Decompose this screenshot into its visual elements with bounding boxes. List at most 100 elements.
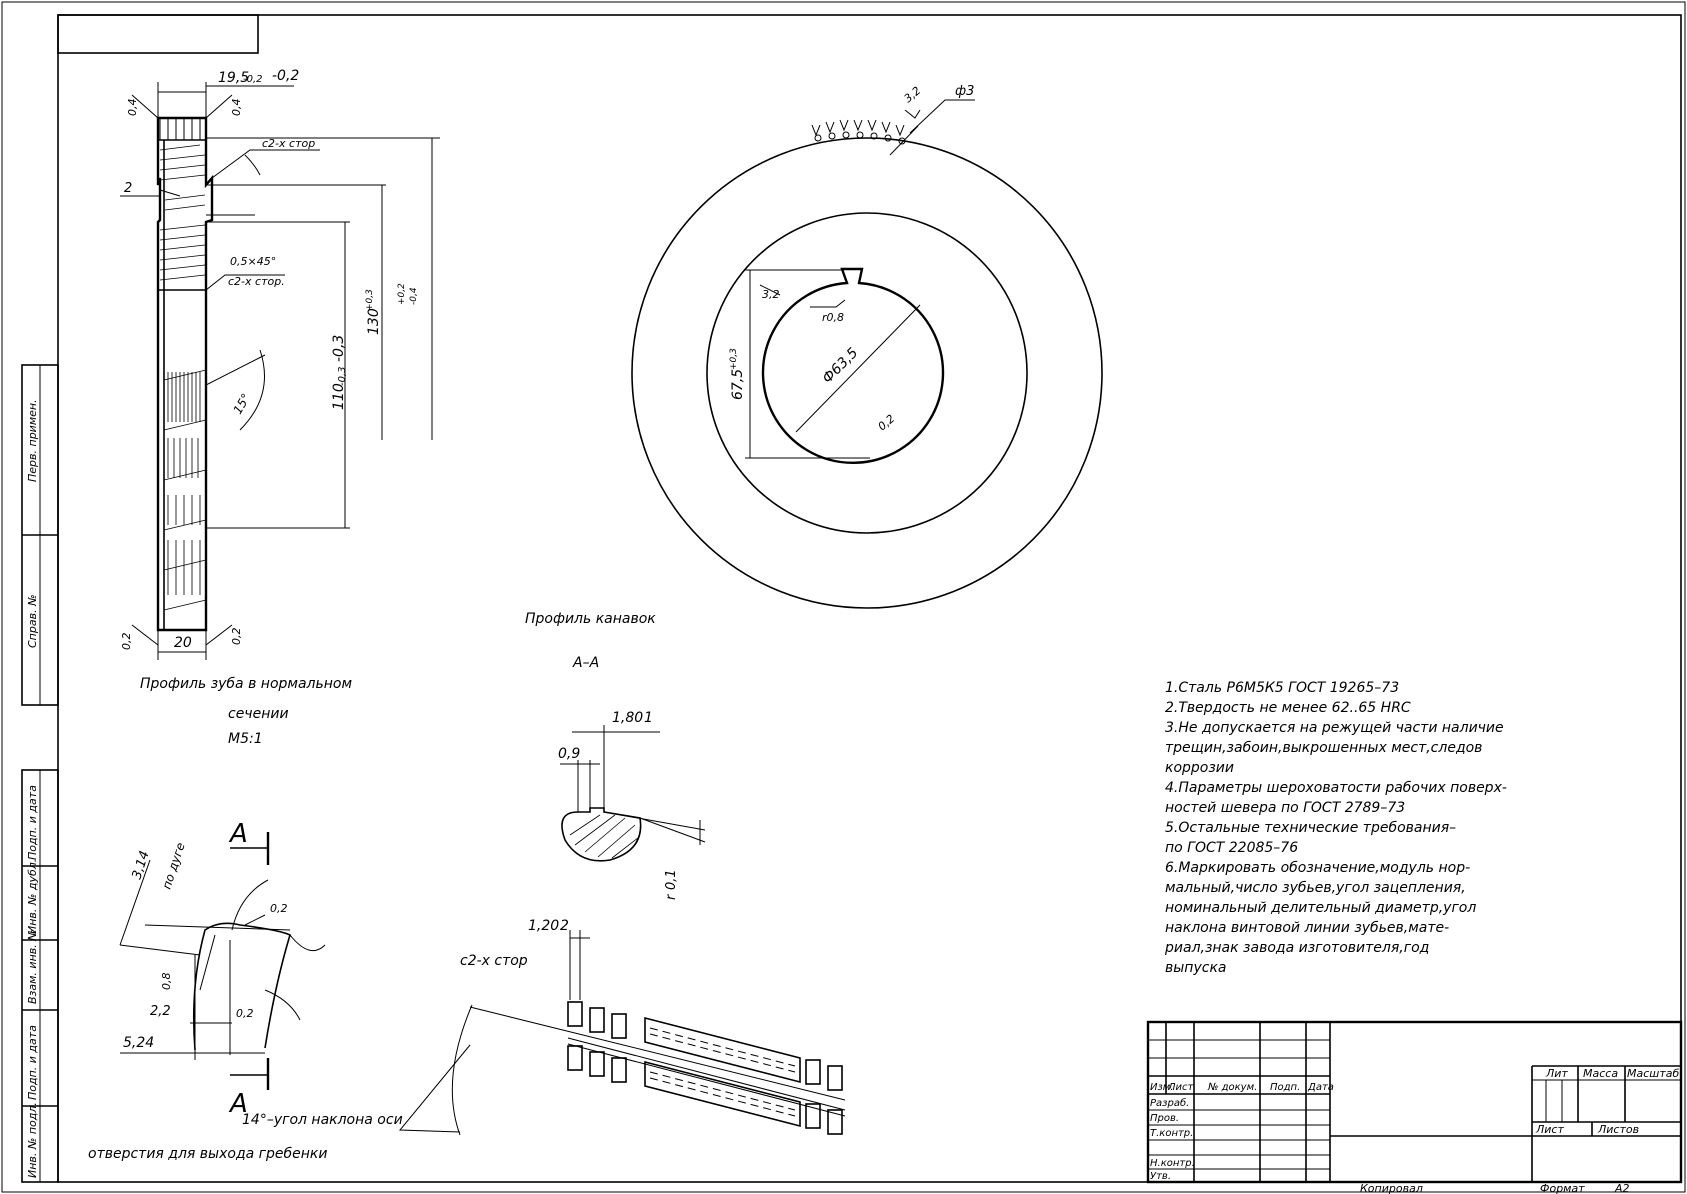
note-line-11: мальный,число зубьев,угол зацепления, [1165,880,1466,896]
dim-04-right: 0,4 [230,99,243,117]
dim-08: 0,8 [160,973,173,991]
stamp-podp-data-1: Подп. и дата [26,785,39,860]
dim-110: 110 [331,383,347,410]
dim-32-keyway: 3,2 [762,288,780,301]
stamp-inv-dubl: Инв. № дубл. [26,859,39,934]
dim-outer-tol1: +0,2 [397,283,407,305]
tb-list: Лист [1167,1082,1195,1093]
dim-c2-low: с2-х стор [460,953,528,969]
tb-ndokum: № докум. [1207,1082,1257,1093]
groove-detail [560,725,706,862]
note-line-8: 5.Остальные технические требования– [1165,820,1456,836]
tb-data: Дата [1307,1082,1334,1093]
caption-tooth-profile-2: сечении [228,706,289,722]
tb-kopiroval: Копировал [1360,1182,1423,1194]
dim-09: 0,9 [558,746,580,762]
note-line-1: 1.Сталь Р6М5К5 ГОСТ 19265–73 [1165,680,1399,696]
note-line-14: риал,знак завода изготовителя,год [1164,940,1429,956]
caption-section-aa: А–А [572,655,599,671]
caption-tooth-profile-1: Профиль зуба в нормальном [140,676,352,692]
dim-outer-tol2: -0,4 [409,287,419,305]
tb-tkontr: Т.контр. [1150,1128,1193,1139]
top-left-box [57,14,259,54]
dim-314: 3,14 [130,849,153,881]
bore-with-keyway [761,267,945,464]
label-hole-note: отверстия для выхода гребенки [88,1146,327,1162]
dim-675-group: 67,5 +0,3 [729,348,746,400]
dim-c2-mid: с2-х стор. [228,275,285,288]
note-line-10: 6.Маркировать обозначение,модуль нор- [1165,860,1470,876]
dim-2: 2 [124,181,132,196]
dim-04-left: 0,4 [126,99,139,117]
tb-format-value: A2 [1614,1182,1630,1194]
dim-02d: 0,2 [236,1007,254,1020]
stamp-podp-data-2: Подп. и дата [26,1025,39,1100]
dim-130-group: 130 +0,3 [365,289,382,335]
tb-format: Формат [1540,1182,1585,1194]
note-line-13: наклона винтовой линии зубьев,мате- [1165,920,1449,936]
dim-r08: r0,8 [822,311,844,324]
dim-675-tol: +0,3 [729,348,739,370]
tb-masshtab: Масштаб [1627,1067,1679,1080]
stamp-sprav-nomer: Справ. № [26,594,39,648]
tb-utv: Утв. [1150,1171,1171,1182]
note-line-5: коррозии [1165,760,1234,776]
dim-phi3: ф3 [955,84,974,99]
dim-120: 1,20 [528,918,559,934]
dim-r01: r [664,893,679,900]
tb-podp: Подп. [1270,1082,1300,1093]
outer-circle [631,137,1103,609]
dim-c2-top: с2-х стор [262,137,315,150]
dim-phi635: Ф63,5 [820,345,862,387]
tb-massa: Масса [1583,1067,1618,1080]
middle-circle [706,212,1028,534]
dim-chamfer: 0,5×45° [230,255,276,268]
tb-list-cell: Лист [1535,1123,1564,1136]
dim-02-left: 0,2 [120,633,133,651]
dim-19-5-tol2: -0,2 [272,68,299,84]
dim-22: 2,2 [150,1004,171,1019]
note-line-3: 3.Не допускается на режущей части наличи… [1165,720,1504,736]
tb-listov: Листов [1597,1123,1639,1136]
dim-angle-15: 15° [230,391,253,416]
dim-180: 1,80 [612,710,643,726]
tb-razrab: Разраб. [1150,1097,1189,1109]
stamp-perv-primen: Перв. примен. [26,399,39,482]
note-line-15: выпуска [1165,960,1226,976]
dim-02-hole: 0,2 [876,412,898,433]
dim-19-5: 19,5 [218,70,249,86]
side-stamp-column [21,364,59,1183]
section-view-teeth [398,930,846,1136]
tb-izm: Изм. [1150,1082,1174,1093]
gear-front-view [631,99,1103,609]
note-line-6: 4.Параметры шероховатости рабочих поверх… [1165,780,1507,796]
dim-po-duge: по дуге [160,841,188,891]
dim-20: 20 [174,635,192,651]
note-line-12: номинальный делительный диаметр,угол [1165,900,1476,916]
note-line-2: 2.Твердость не менее 62..65 HRC [1165,700,1411,716]
dim-02c: 0,2 [270,902,288,915]
dim-110-group: 110 -0,3 -0,3 [331,335,348,410]
dim-130: 130 [366,308,382,335]
tb-prov: Пров. [1150,1113,1179,1124]
inner-frame [57,14,1682,1183]
dim-32-top: 3,2 [902,84,924,105]
dim-r01-group: r 0,1 [664,869,679,900]
dim-524: 5,24 [123,1035,154,1051]
dim-02-right: 0,2 [230,628,243,646]
dim-675: 67,5 [730,369,746,400]
caption-tooth-profile-3: М5:1 [228,731,263,747]
dim-110-tol2: -0,3 [331,335,347,362]
tb-lit: Лит [1545,1067,1568,1080]
note-line-4: трещин,забоин,выкрошенных мест,следов [1165,740,1482,756]
section-mark-top: А [228,819,248,849]
dim-130-tol: +0,3 [365,289,375,311]
stamp-vzam-inv: Взам. инв. № [26,929,39,1004]
label-axis-angle: 14°–угол наклона оси [242,1112,403,1128]
tooth-detail [119,832,326,1090]
dim-19-5-tol: -0,2 [243,74,263,85]
caption-grooves-profile: Профиль канавок [525,611,656,627]
tb-nkontr: Н.контр. [1150,1158,1195,1169]
